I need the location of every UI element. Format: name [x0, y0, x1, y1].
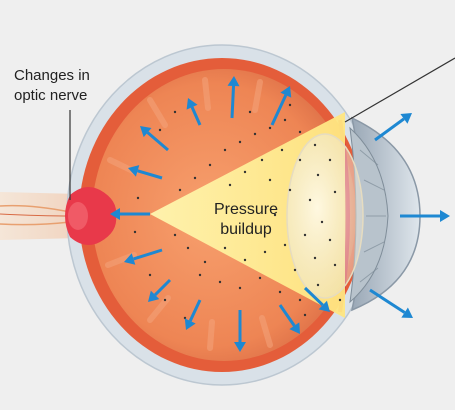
lens: [286, 133, 364, 299]
pressure-arrow-shaft: [303, 286, 324, 307]
pressure-arrow-icon: [318, 300, 330, 312]
pressure-arrow-shaft: [154, 278, 172, 296]
pressure-arrows: [110, 76, 450, 352]
pressure-label-line1: Pressure: [213, 201, 279, 218]
pressure-arrow-icon: [401, 307, 413, 318]
optic-nerve-head: [65, 186, 117, 246]
pressure-arrow-shaft: [369, 288, 406, 314]
pressure-arrow-shaft: [278, 304, 296, 327]
pressure-arrow-icon: [124, 253, 136, 265]
pressure-arrow-icon: [184, 318, 196, 330]
pressure-buildup-label: Pressure buildup: [196, 200, 296, 240]
pressure-arrow-icon: [186, 98, 198, 110]
pressure-particles: [133, 103, 342, 320]
pressure-arrow-shaft: [374, 117, 405, 142]
pressure-arrow-icon: [289, 322, 300, 334]
pressure-label-line2: buildup: [220, 221, 272, 238]
optic-nerve-label-line2: optic nerve: [14, 87, 88, 104]
pressure-arrow-icon: [110, 208, 120, 220]
pressure-arrow-shaft: [190, 106, 202, 126]
pressure-arrow-icon: [400, 113, 412, 124]
pressure-arrow-icon: [140, 126, 152, 138]
optic-nerve-label: Changes in optic nerve: [14, 66, 134, 106]
pressure-arrow-icon: [440, 210, 450, 222]
pressure-arrow-icon: [227, 76, 240, 87]
pressure-arrow-icon: [234, 342, 246, 352]
pressure-arrow-shaft: [133, 248, 163, 261]
pressure-arrow-shaft: [270, 94, 288, 126]
pressure-arrow-shaft: [137, 169, 163, 180]
retina-folds: [105, 77, 273, 351]
pressure-arrow-icon: [148, 290, 160, 302]
pressure-arrow-icon: [128, 165, 140, 177]
pressure-arrow-shaft: [146, 131, 169, 152]
pressure-arrow-icon: [280, 86, 292, 98]
pressure-arrow-shaft: [188, 299, 202, 322]
pressure-arrow-shaft: [230, 85, 236, 119]
lens-leader-line: [344, 57, 455, 123]
optic-nerve-label-line1: Changes in: [14, 67, 90, 84]
